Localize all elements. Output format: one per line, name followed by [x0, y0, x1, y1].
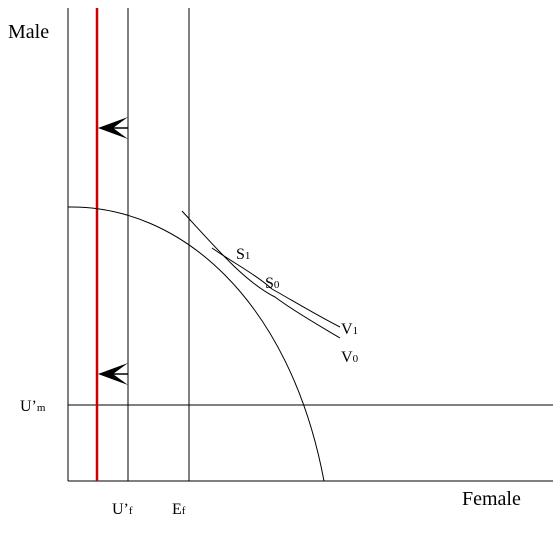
x-axis-label: Female — [462, 488, 521, 510]
y-axis-label: Male — [8, 21, 49, 43]
arrow-left-icon — [98, 117, 128, 139]
e-f-label: Ef — [172, 501, 186, 518]
s1-label: S1 — [236, 246, 250, 263]
frontier-curve — [67, 206, 325, 482]
s0-label: S0 — [265, 275, 280, 292]
u-f-label: U’f — [112, 501, 133, 518]
arrow-left-icon — [98, 363, 128, 385]
v1-label: V1 — [341, 321, 358, 338]
u-m-label: U’m — [20, 398, 46, 415]
v0-curve — [181, 210, 341, 339]
v1-curve — [211, 247, 341, 328]
v0-label: V0 — [341, 349, 359, 366]
